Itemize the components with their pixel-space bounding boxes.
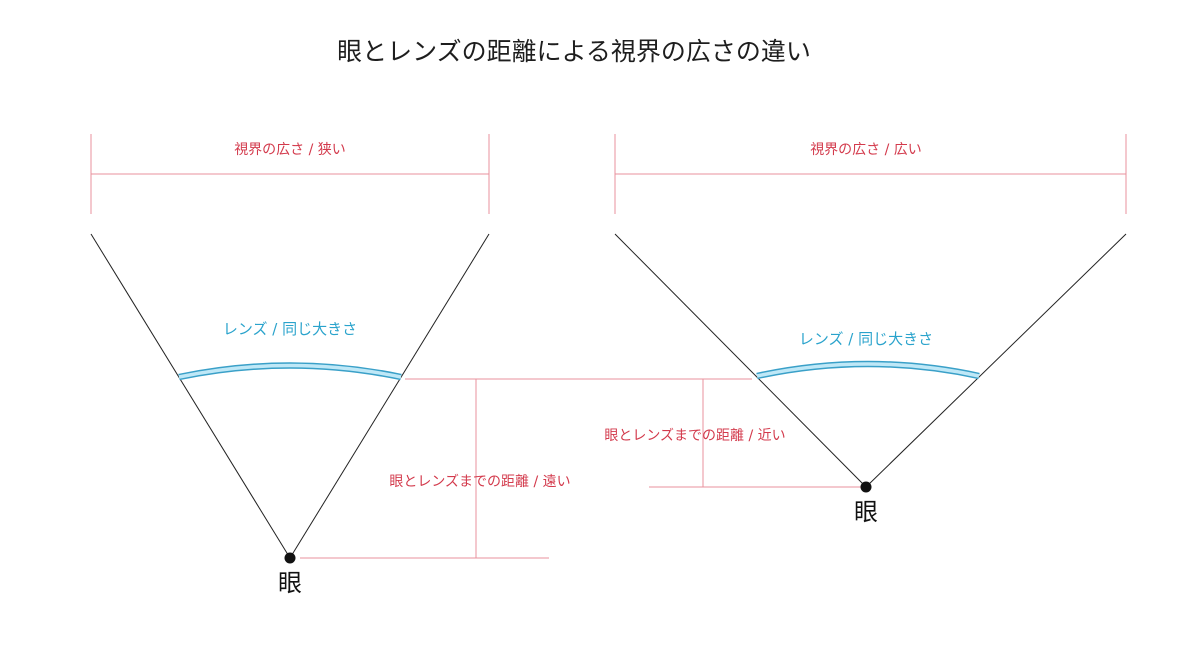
right-ray-right — [865, 233, 1127, 488]
right-eye-label: 眼 — [854, 498, 878, 526]
left-field-width-dimension — [90, 134, 490, 214]
diagram-title: 眼とレンズの距離による視界の広さの違い — [337, 37, 811, 66]
right-lens — [756, 360, 980, 380]
right-field-label: 視界の広さ / 広い — [810, 142, 922, 158]
left-field-label: 視界の広さ / 狭い — [234, 142, 346, 158]
left-eye-label: 眼 — [278, 569, 302, 597]
left-panel: 視界の広さ / 狭い レンズ / 同じ大きさ 眼とレンズまでの距離 / 遠い 眼 — [90, 134, 752, 597]
right-ray-left — [614, 233, 867, 488]
left-distance-dimension — [300, 378, 752, 559]
right-eye-dot — [860, 481, 872, 493]
right-panel: 視界の広さ / 広い レンズ / 同じ大きさ 眼とレンズまでの距離 / 近い 眼 — [604, 134, 1127, 526]
right-field-width-dimension — [614, 134, 1127, 214]
left-ray-left — [90, 233, 291, 559]
right-lens-label: レンズ / 同じ大きさ — [799, 330, 933, 348]
left-ray-right — [289, 233, 490, 559]
left-distance-label: 眼とレンズまでの距離 / 遠い — [389, 473, 570, 490]
left-lens-label: レンズ / 同じ大きさ — [223, 320, 357, 338]
left-lens — [178, 362, 402, 381]
right-distance-label: 眼とレンズまでの距離 / 近い — [604, 427, 785, 444]
right-distance-dimension — [649, 379, 862, 488]
left-eye-dot — [284, 552, 296, 564]
